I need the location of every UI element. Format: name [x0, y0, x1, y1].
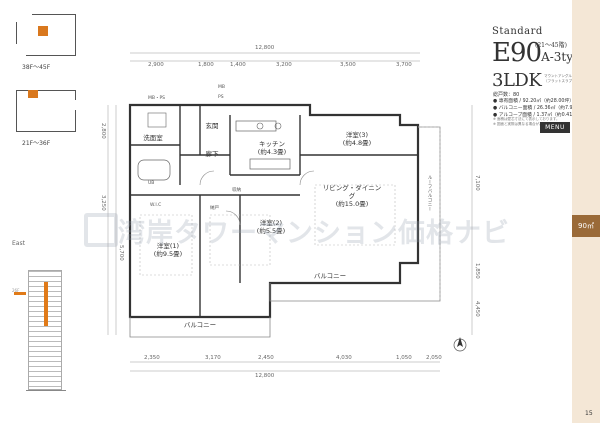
- dim-top: 3,700: [396, 62, 412, 68]
- page-number: 15: [585, 410, 593, 417]
- dim-bottom: 1,050: [396, 355, 412, 361]
- spec-list: ● 専有面積 / 92.20㎡（約28.00坪） ● バルコニー面積 / 26.…: [493, 98, 585, 120]
- dim-top: 1,400: [230, 62, 246, 68]
- current-floor-label: 26F: [12, 288, 20, 293]
- label-unit-bath: UB: [148, 181, 155, 186]
- label-mb-ps: MB・PS: [148, 96, 166, 101]
- dim-right: 1,850: [474, 263, 480, 279]
- dim-top: 3,200: [276, 62, 292, 68]
- key-plan-building: [16, 90, 76, 132]
- watermark-text: 湾岸タワーマンション価格ナビ: [118, 218, 510, 249]
- notes: ※ 面積は壁芯寸法にて表示しております。※ 図面と実際は異なる場合があります。: [493, 117, 560, 126]
- spec-item: ● アルコーブ面積 / 1.37㎡（約0.41坪）: [493, 113, 582, 119]
- room-living-dining: リビング・ダイニング(約15.0畳): [322, 184, 382, 208]
- label-roof-balcony: ルーフバルコニー: [427, 175, 432, 211]
- room-washroom: 洗面室: [143, 134, 163, 142]
- label-ps: PS: [218, 95, 224, 100]
- plan-code: E90: [492, 38, 542, 68]
- kitchen-counter: [235, 120, 277, 132]
- dim-total-bottom: 12,800: [255, 373, 275, 379]
- menu-button[interactable]: MENU: [540, 122, 570, 133]
- room-hallway: 廊下: [205, 150, 219, 158]
- floor-plan-drawing: [107, 52, 473, 372]
- floor-range: (21〜45階): [535, 42, 567, 49]
- key-plan-upper: 38F〜45F: [10, 12, 80, 74]
- side-strip: [572, 0, 600, 423]
- plan-series: Standard: [492, 26, 543, 37]
- key-plan-building: [16, 14, 76, 56]
- dim-bottom: 2,050: [426, 355, 442, 361]
- dim-right: 7,100: [474, 175, 480, 191]
- layout-note: マウントアングルカウンタータイプ（フラットスラブ）: [544, 74, 600, 83]
- key-plan-lower: 21F〜36F: [10, 90, 80, 150]
- dim-bottom: 2,450: [258, 355, 274, 361]
- floor-range-bar: [44, 282, 48, 326]
- balcony-right: バルコニー: [313, 272, 347, 280]
- dim-left: 3,250: [100, 195, 106, 211]
- area-tab[interactable]: 90㎡: [572, 215, 600, 237]
- label-wic: W.I.C: [150, 203, 162, 208]
- room-entrance: 玄関: [205, 122, 219, 130]
- key-plan-label: 38F〜45F: [22, 64, 51, 71]
- floor-plan: 12,800 2,900 1,800 1,400 3,200 3,500 3,7…: [100, 45, 485, 385]
- label-storage: 収納: [232, 188, 241, 193]
- balcony-left: バルコニー: [183, 321, 217, 329]
- dim-total-top: 12,800: [255, 45, 275, 51]
- room-western-3: 洋室(3)(約4.8畳): [342, 131, 372, 147]
- unit-count: 総戸数：80: [493, 92, 520, 98]
- dim-top: 2,900: [148, 62, 164, 68]
- label-closet: 納戸: [210, 206, 219, 211]
- section-title: East: [12, 240, 25, 247]
- dim-top: 1,800: [198, 62, 214, 68]
- label-mb: MB: [218, 85, 225, 90]
- dim-bottom: 3,170: [205, 355, 221, 361]
- dim-top: 3,500: [340, 62, 356, 68]
- bathtub: [137, 159, 171, 181]
- current-floor-marker: [14, 292, 26, 295]
- dim-left: 2,800: [100, 123, 106, 139]
- unit-highlight: [38, 26, 48, 36]
- section-ground: [26, 390, 66, 397]
- dim-bottom: 2,350: [144, 355, 160, 361]
- watermark-logo-icon: [84, 213, 118, 247]
- dim-left: 5,700: [118, 245, 124, 261]
- key-plan-label: 21F〜36F: [22, 140, 51, 147]
- room-kitchen: キッチン(約4.3畳): [257, 140, 287, 156]
- layout-type: 3LDK: [492, 70, 542, 91]
- dim-right: 4,450: [474, 301, 480, 317]
- spec-item: ● バルコニー面積 / 26.36㎡（約7.97坪）: [493, 106, 586, 112]
- dim-bottom: 4,030: [336, 355, 352, 361]
- room-western-1: 洋室(1)(約9.5畳): [153, 242, 183, 258]
- building-section: East 26F: [12, 240, 74, 408]
- spec-item: ● 専有面積 / 92.20㎡（約28.00坪）: [493, 99, 575, 104]
- unit-highlight: [28, 90, 38, 98]
- room-western-2: 洋室(2)(約5.5畳): [256, 219, 286, 235]
